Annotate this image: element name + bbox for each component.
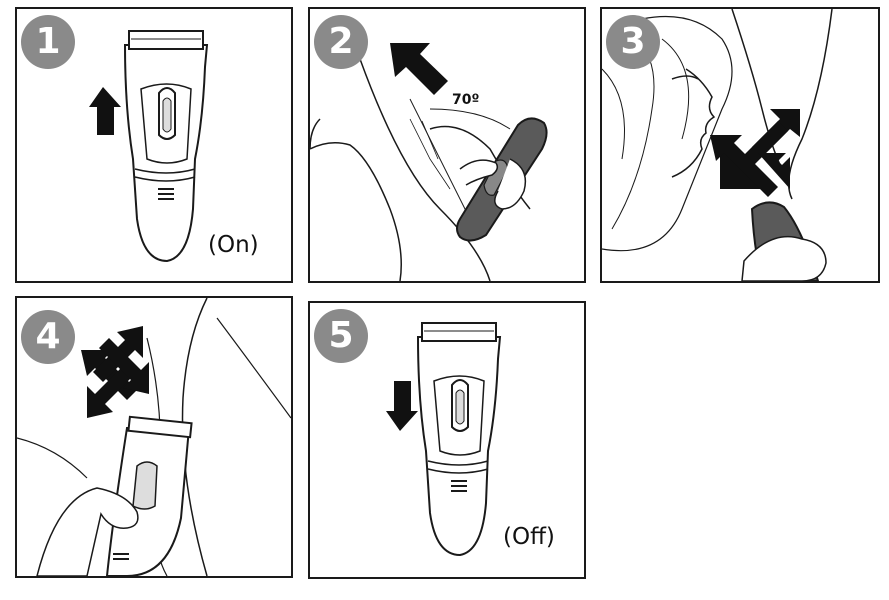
arrow-down-right-icon bbox=[758, 153, 790, 189]
step-number-badge: 2 bbox=[314, 15, 368, 69]
switch-button bbox=[132, 461, 158, 510]
arrow-down-left-icon bbox=[720, 121, 788, 189]
arrow-down-left-icon bbox=[87, 362, 137, 418]
arrow-down-icon bbox=[386, 381, 418, 431]
shaver-head bbox=[421, 322, 497, 342]
step-2-panel: 2 70º bbox=[308, 7, 586, 283]
shaver-head bbox=[128, 30, 204, 50]
shaver-body bbox=[416, 336, 502, 557]
angle-label: 70º bbox=[452, 92, 480, 108]
step-3-panel: 3 bbox=[600, 7, 880, 283]
underarm-angle-illustration bbox=[310, 43, 548, 281]
arrow-down-right-icon bbox=[99, 338, 149, 394]
arrow-up-left-icon bbox=[710, 135, 778, 197]
step-number-badge: 3 bbox=[606, 15, 660, 69]
shaver-off-illustration bbox=[386, 322, 502, 557]
shaver-head bbox=[127, 415, 193, 439]
step-number-badge: 1 bbox=[21, 15, 75, 69]
leg-shaving-illustration bbox=[17, 298, 291, 576]
face-underarm-illustration bbox=[602, 9, 833, 281]
arrow-up-left-icon bbox=[390, 43, 448, 95]
step-number-badge: 5 bbox=[314, 309, 368, 363]
on-caption: (On) bbox=[208, 232, 259, 258]
step-1-panel: 1 (On) bbox=[15, 7, 293, 283]
off-caption: (Off) bbox=[503, 524, 555, 550]
shaver-body bbox=[123, 44, 209, 263]
step-4-panel: 4 bbox=[15, 296, 293, 578]
arrow-up-icon bbox=[89, 87, 121, 135]
shaver-on-illustration bbox=[89, 30, 209, 263]
step-number-badge: 4 bbox=[21, 310, 75, 364]
step-5-panel: 5 (Off) bbox=[308, 301, 586, 579]
